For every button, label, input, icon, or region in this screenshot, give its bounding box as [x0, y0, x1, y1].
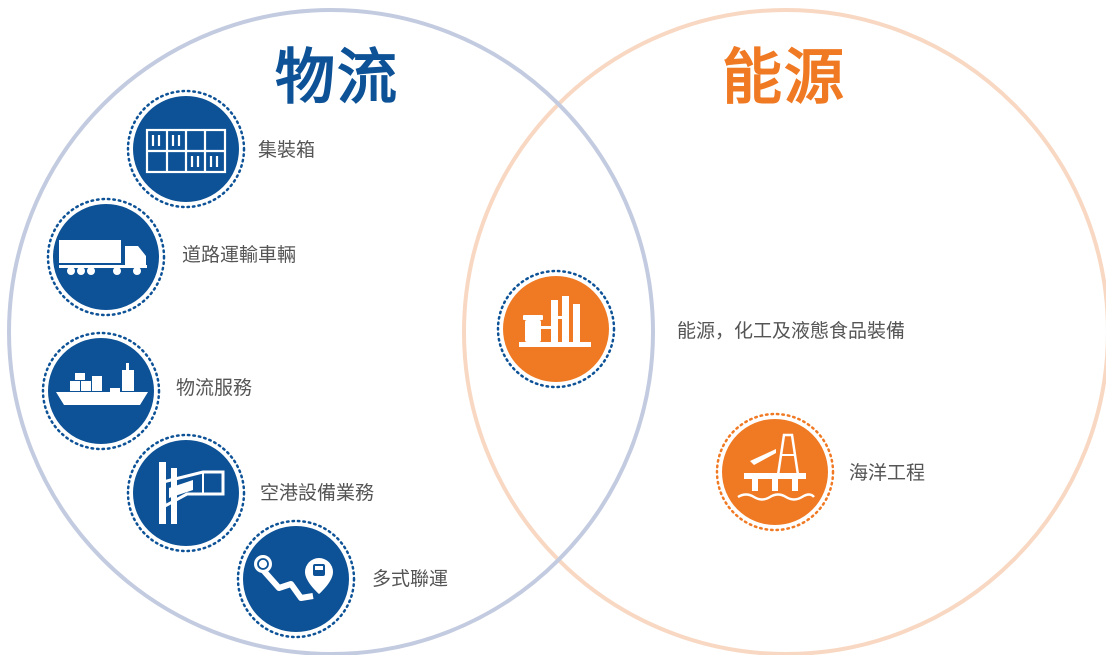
- intermodal-badge: [235, 518, 357, 640]
- truck-badge: [45, 196, 167, 318]
- item-label-bridge: 空港設備業務: [260, 482, 375, 504]
- plant-badge: [495, 268, 617, 390]
- item-label-rig: 海洋工程: [849, 462, 926, 484]
- item-label-truck: 道路運輸車輛: [182, 244, 297, 266]
- logistics-title: 物流: [275, 43, 399, 113]
- truck-icon: [59, 240, 147, 275]
- shipping-container-icon: [145, 128, 227, 174]
- energy-title: 能源: [722, 43, 846, 113]
- logistics-circle: [7, 8, 655, 655]
- route-train-icon: [254, 555, 333, 601]
- rig-badge: [714, 411, 836, 533]
- container-badge: [125, 88, 247, 210]
- cargo-ship-icon: [56, 363, 148, 405]
- item-label-container: 集裝箱: [258, 139, 316, 161]
- boarding-bridge-icon: [159, 462, 225, 524]
- energy-circle: [462, 8, 1106, 655]
- bridge-badge: [125, 432, 247, 554]
- item-label-plant: 能源，化工及液態食品裝備: [677, 320, 906, 342]
- item-label-intermodal: 多式聯運: [372, 568, 449, 590]
- item-label-ship: 物流服務: [176, 377, 253, 399]
- offshore-rig-icon: [737, 433, 815, 501]
- ship-badge: [40, 330, 162, 452]
- chemical-plant-icon: [519, 296, 591, 347]
